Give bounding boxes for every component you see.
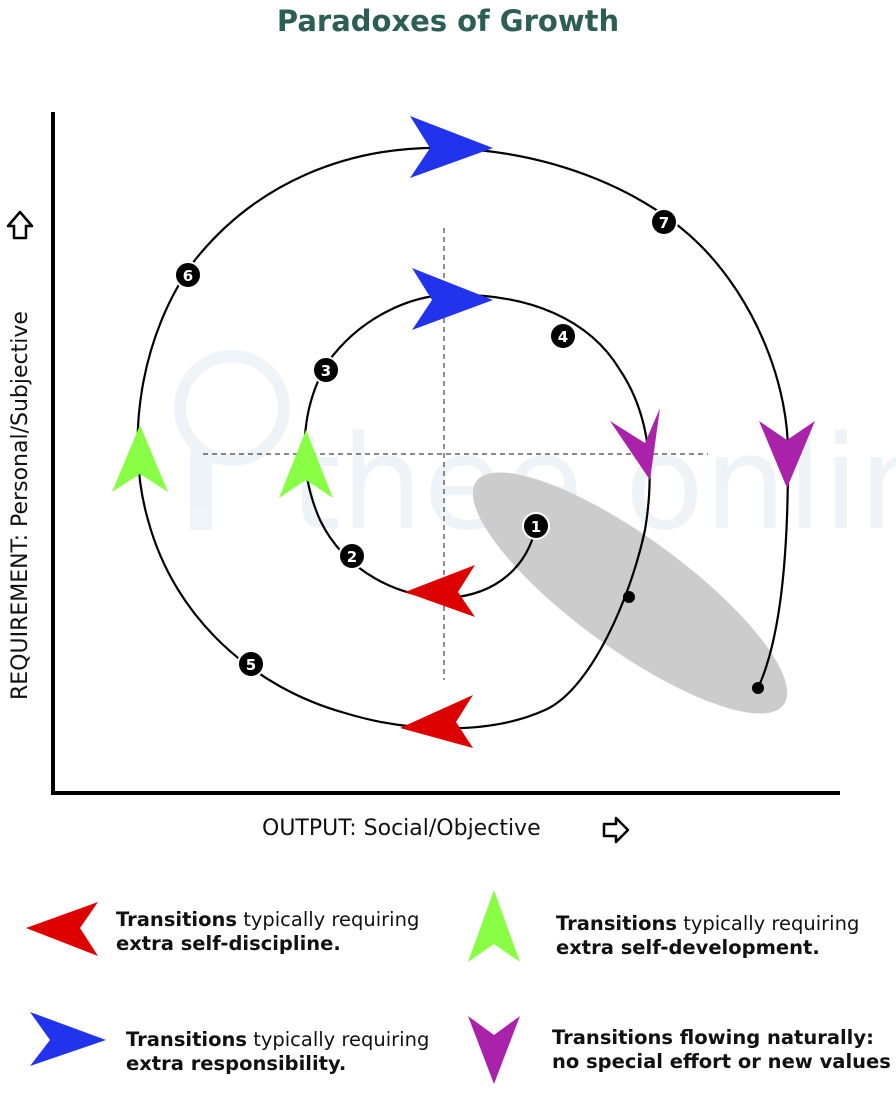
legend-red-rest: typically requiring xyxy=(237,908,420,931)
legend-red-left-arrow xyxy=(26,902,98,956)
purple-down-arrow xyxy=(759,421,815,488)
legend-purple-down-arrow xyxy=(468,1016,520,1084)
legend-purple-bold: Transitions flowing naturally: xyxy=(552,1026,874,1049)
transition-dot xyxy=(623,591,635,603)
stage-marker-1: 1 xyxy=(522,512,550,540)
legend-purple-line2: no special effort or new values xyxy=(552,1050,891,1073)
svg-text:3: 3 xyxy=(321,362,331,380)
x-axis-label: OUTPUT: Social/Objective xyxy=(262,816,541,841)
red-left-arrow xyxy=(405,565,475,617)
outline-right-arrow-icon xyxy=(602,816,630,844)
svg-text:4: 4 xyxy=(558,328,568,346)
svg-text:1: 1 xyxy=(531,518,541,536)
stage-marker-3: 3 xyxy=(312,356,340,384)
legend-red-text: Transitions typically requiring extra se… xyxy=(116,908,419,956)
stage-marker-6: 6 xyxy=(174,261,202,289)
red-left-arrow xyxy=(400,695,473,748)
svg-text:2: 2 xyxy=(347,548,357,566)
stage-marker-4: 4 xyxy=(549,322,577,350)
transition-dot xyxy=(752,682,764,694)
outline-up-arrow-icon xyxy=(6,210,34,240)
diagram-title: Paradoxes of Growth xyxy=(276,4,620,38)
legend-blue-right-arrow xyxy=(30,1012,106,1066)
legend-green-bold: Transitions xyxy=(556,912,677,935)
green-up-arrow xyxy=(112,425,168,492)
legend-green-text: Transitions typically requiring extra se… xyxy=(556,912,859,960)
y-axis-label: REQUIREMENT: Personal/Subjective xyxy=(8,311,33,700)
legend-red-bold: Transitions xyxy=(116,908,237,931)
legend-green-rest: typically requiring xyxy=(677,912,860,935)
stage-marker-5: 5 xyxy=(237,650,265,678)
blue-right-arrow xyxy=(410,116,493,178)
stage-marker-2: 2 xyxy=(338,542,366,570)
legend-blue-text: Transitions typically requiring extra re… xyxy=(126,1028,429,1076)
legend-red-line2: extra self-discipline. xyxy=(116,932,341,955)
blue-right-arrow xyxy=(412,268,493,330)
legend-green-line2: extra self-development. xyxy=(556,936,820,959)
legend-blue-bold: Transitions xyxy=(126,1028,247,1051)
legend-green-up-arrow xyxy=(468,890,520,962)
svg-text:6: 6 xyxy=(183,267,193,285)
svg-text:5: 5 xyxy=(246,656,256,674)
legend-blue-line2: extra responsibility. xyxy=(126,1052,347,1075)
stage-marker-7: 7 xyxy=(650,208,678,236)
svg-text:7: 7 xyxy=(659,214,669,232)
legend-blue-rest: typically requiring xyxy=(247,1028,430,1051)
green-up-arrow xyxy=(279,430,333,498)
purple-down-arrow xyxy=(610,408,660,480)
legend-purple-text: Transitions flowing naturally: no specia… xyxy=(552,1026,891,1074)
